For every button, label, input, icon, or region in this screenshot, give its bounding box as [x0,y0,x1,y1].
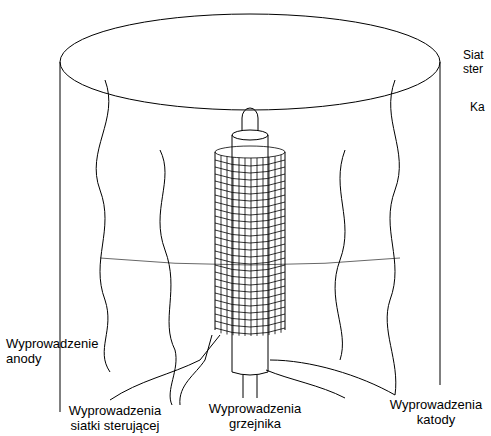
grid-top [215,146,285,158]
anode-right-side [440,62,441,385]
heater-loop [242,108,258,132]
grid-lead-out [110,335,220,400]
grid-rod [257,158,258,336]
cathode-tube [232,135,268,375]
grid-rod [233,157,234,335]
grid-rod [251,158,252,336]
part-label: Ka [470,100,490,114]
part-label: Wyprowadzenia grzejnika [200,401,310,431]
grid-rod [221,155,222,333]
anode-top-rim [60,14,440,110]
cathode-lead-wire [387,80,399,395]
grid-wire [215,160,285,166]
cathode-top [232,130,268,140]
grid-support [215,152,285,330]
grid-rod [239,158,240,336]
grid-rod [263,158,264,336]
grid-rod [281,155,282,333]
grid-wire [215,307,285,313]
grid-rod [227,157,228,335]
cathode-leads [266,360,395,398]
grid-wire [215,321,285,327]
grid-wire [215,293,285,299]
anode-inner-edge [100,258,400,265]
anode-lead [96,80,110,372]
grid-lead [160,150,176,405]
grid-wire [215,237,285,243]
grid-wire [215,328,285,334]
grid-wire [215,181,285,187]
part-label: Wyprowadzenia katody [383,397,489,427]
grid-wire [215,167,285,173]
grid-wire [215,216,285,222]
grid-rod [245,158,246,336]
grid-wire [215,202,285,208]
part-label: Siat ster [463,48,490,76]
grid-wire [215,272,285,278]
grid-wire [215,174,285,180]
grid-wire [215,279,285,285]
part-label: Wyprowadzenie anody [6,336,121,366]
grid-wire [215,286,285,292]
grid-rod [275,156,276,334]
grid-lead-out [180,335,212,405]
part-label: Wyprowadzenia siatki sterującej [55,403,175,433]
grid-wire [215,209,285,215]
grid-wire [215,244,285,250]
anode-left-side [60,62,61,412]
grid-wire [215,195,285,201]
heater-leads [243,375,257,398]
grid-wire [215,314,285,320]
grid-wire [215,265,285,271]
grid-wire [215,223,285,229]
grid-wire [215,251,285,257]
grid-rod [269,157,270,335]
cathode-lead-wire [335,150,345,360]
grid-wire [215,230,285,236]
grid-wire [215,188,285,194]
control-grid [215,146,285,336]
grid-wire [215,300,285,306]
grid-wire [215,258,285,264]
